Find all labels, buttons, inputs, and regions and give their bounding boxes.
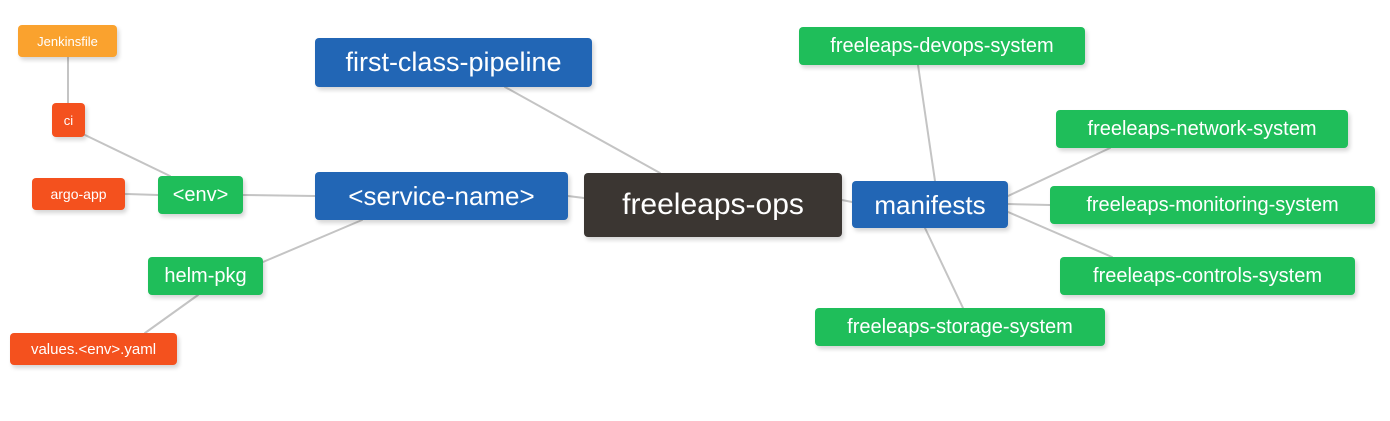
node-label: argo-app: [50, 186, 107, 202]
node-env[interactable]: <env>: [158, 176, 243, 214]
node-label: <service-name>: [348, 181, 535, 211]
node-label: values.<env>.yaml: [30, 340, 157, 358]
node-freeleaps-storage-system[interactable]: freeleaps-storage-system: [815, 308, 1105, 346]
node-label: ci: [63, 112, 74, 128]
node-label: manifests: [874, 189, 986, 220]
edge-manifests-to-freeleaps-devops-system: [917, 64, 936, 182]
node-ci[interactable]: ci: [52, 103, 85, 137]
node-label: freeleaps-controls-system: [1093, 265, 1322, 287]
node-label: freeleaps-devops-system: [830, 35, 1054, 57]
edge-values-env-yaml-to-helm-pkg: [144, 294, 199, 334]
node-jenkinsfile[interactable]: Jenkinsfile: [18, 25, 117, 57]
node-argo-app[interactable]: argo-app: [32, 178, 125, 210]
node-freeleaps-monitoring-system[interactable]: freeleaps-monitoring-system: [1050, 186, 1375, 224]
node-manifests[interactable]: manifests: [852, 181, 1008, 228]
node-label: first-class-pipeline: [345, 47, 562, 77]
node-freeleaps-controls-system[interactable]: freeleaps-controls-system: [1060, 257, 1355, 295]
edge-argo-app-to-env: [124, 193, 159, 196]
edge-manifests-to-freeleaps-storage-system: [924, 227, 964, 309]
edge-service-name-to-freeleaps-ops: [567, 195, 585, 199]
edge-first-class-pipeline-to-freeleaps-ops: [504, 86, 661, 174]
node-label: freeleaps-monitoring-system: [1086, 194, 1339, 216]
node-label: freeleaps-storage-system: [847, 316, 1073, 338]
node-freeleaps-ops[interactable]: freeleaps-ops: [584, 173, 842, 237]
node-freeleaps-devops-system[interactable]: freeleaps-devops-system: [799, 27, 1085, 65]
node-label: <env>: [172, 184, 229, 206]
node-freeleaps-network-system[interactable]: freeleaps-network-system: [1056, 110, 1348, 148]
node-label: Jenkinsfile: [37, 33, 98, 49]
node-values-env-yaml[interactable]: values.<env>.yaml: [10, 333, 177, 365]
node-label: helm-pkg: [164, 265, 247, 287]
edge-manifests-to-freeleaps-monitoring-system: [1007, 203, 1051, 206]
node-helm-pkg[interactable]: helm-pkg: [148, 257, 263, 295]
edge-env-to-service-name: [242, 194, 316, 197]
edge-freeleaps-ops-to-manifests: [841, 199, 853, 203]
edge-ci-to-env: [84, 134, 171, 177]
node-label: freeleaps-network-system: [1087, 118, 1317, 140]
node-service-name[interactable]: <service-name>: [315, 172, 568, 220]
node-label: freeleaps-ops: [622, 188, 804, 221]
edge-helm-pkg-to-service-name: [262, 219, 363, 263]
node-first-class-pipeline[interactable]: first-class-pipeline: [315, 38, 592, 87]
